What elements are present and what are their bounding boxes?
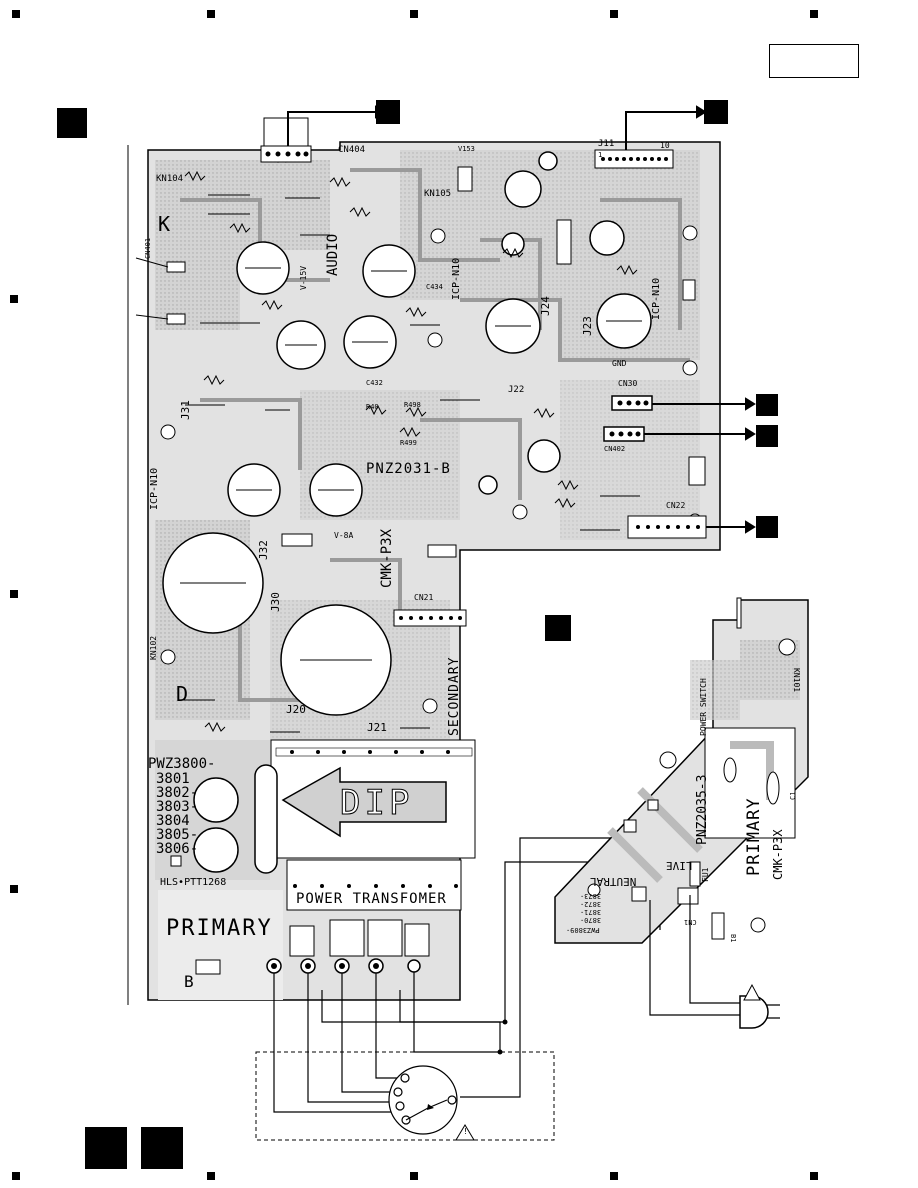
registration-mark-bottom-5 <box>810 1172 818 1180</box>
label-pwz-sub-2: 3870- <box>580 916 602 924</box>
label-cn22: CN22 <box>666 501 686 510</box>
label-j20: J20 <box>286 703 306 716</box>
label-dip: DIP <box>339 783 414 823</box>
registration-mark-top-1 <box>12 10 20 18</box>
label-pwz-sub-3: 3871- <box>580 908 602 916</box>
side-mark-3 <box>10 885 18 893</box>
side-mark-2 <box>10 590 18 598</box>
label-pwz-3802: 3802- <box>156 785 199 801</box>
label-v8a: V-8A <box>334 531 354 540</box>
label-cmk-main: CMK-P3X <box>379 528 395 588</box>
label-j32: J32 <box>257 540 270 560</box>
connector-label-square-4 <box>756 425 778 447</box>
label-pwz-sub-1: PWZ3809- <box>566 926 600 934</box>
label-primary-sub: PRIMARY <box>744 797 764 876</box>
label-r499: R499 <box>400 439 417 447</box>
label-icp-1: ICP-N10 <box>451 257 462 300</box>
connector-label-cn404: CN404 <box>338 145 366 155</box>
label-d: D <box>176 682 189 706</box>
registration-mark-top-5 <box>810 10 818 18</box>
label-pwz-3806: 3806- <box>156 841 199 857</box>
label-cmk-sub: CMK-P3X <box>771 829 785 880</box>
label-j31: J31 <box>179 400 192 420</box>
label-c432: C432 <box>366 379 383 387</box>
label-c1: C1 <box>789 791 797 800</box>
registration-mark-bottom-4 <box>610 1172 618 1180</box>
label-j21: J21 <box>367 721 387 734</box>
label-kn104: KN104 <box>156 174 184 184</box>
label-neutral: NEUTRAL <box>590 875 637 888</box>
label-j22: J22 <box>508 385 525 395</box>
label-hls: HLS•PTT1268 <box>160 877 227 888</box>
label-primary-main: PRIMARY <box>166 916 273 941</box>
connector-label-j11: J11 <box>598 139 615 149</box>
label-cn21: CN21 <box>414 593 434 602</box>
label-pwz-3805: 3805- <box>156 827 199 843</box>
label-pwz-sub-5: 3873- <box>580 892 602 900</box>
registration-mark-top-4 <box>610 10 618 18</box>
label-kn105: KN105 <box>424 189 452 199</box>
footer-square-2 <box>141 1127 183 1169</box>
registration-mark-bottom-1 <box>12 1172 20 1180</box>
label-b: B <box>184 972 194 991</box>
label-cn1: CN1 <box>684 918 697 926</box>
connector-label-square-3 <box>756 394 778 416</box>
label-icp-2: ICP-N10 <box>651 277 662 320</box>
registration-mark-bottom-3 <box>410 1172 418 1180</box>
footer-square-1 <box>85 1127 127 1169</box>
registration-mark-top-3 <box>410 10 418 18</box>
label-pwz-3801: 3801 <box>156 771 190 787</box>
label-c434: C434 <box>426 283 443 291</box>
label-pwz: PWZ3800- <box>148 756 216 772</box>
label-cn402: CN402 <box>604 445 626 453</box>
page-number-box <box>769 44 859 78</box>
sub-board-label-square <box>545 615 571 641</box>
label-fu1: FU1 <box>701 867 710 882</box>
label-live: LIVE <box>666 859 693 872</box>
label-cn401: CN401 <box>144 237 153 260</box>
registration-mark-top-2 <box>207 10 215 18</box>
side-mark-1 <box>10 295 18 303</box>
label-pwz-3804: 3804 <box>156 813 190 829</box>
board-model-sub: PNZ2035-3 <box>695 774 710 845</box>
label-j30: J30 <box>269 592 282 612</box>
label-audio: AUDIO <box>325 233 341 276</box>
connector-label-square-5 <box>756 516 778 538</box>
label-cn30: CN30 <box>618 379 638 388</box>
j11-pin-10: 10 <box>660 141 670 150</box>
registration-mark-bottom-2 <box>207 1172 215 1180</box>
label-j24: J24 <box>539 296 552 316</box>
label-k: K <box>158 212 171 236</box>
label-pwz-3803: 3803- <box>156 799 199 815</box>
label-v15: V-15V <box>299 265 308 290</box>
label-v153: V153 <box>458 145 475 153</box>
label-kn102: KN102 <box>149 635 158 660</box>
label-icp-3: ICP-N10 <box>149 467 160 510</box>
label-j23: J23 <box>581 316 594 336</box>
label-r40: R40 <box>366 403 379 411</box>
connector-label-square-2 <box>704 100 728 124</box>
label-power-switch: POWER SWITCH <box>699 678 708 736</box>
label-secondary: SECONDARY <box>447 656 462 736</box>
label-power-transformer: POWER TRANSFOMER <box>296 891 447 907</box>
label-b1: B1 <box>729 934 737 943</box>
label-gnd: GND <box>612 359 627 368</box>
board-model-main: PNZ2031-B <box>366 461 451 477</box>
label-kn101: KN101 <box>792 668 801 693</box>
warning-icon: ! <box>463 1127 468 1136</box>
label-r498: R498 <box>404 401 421 409</box>
label-pwz-sub-4: 3872- <box>580 900 602 908</box>
j11-pin-1: 1 <box>598 151 603 159</box>
board-label-square <box>57 108 87 138</box>
